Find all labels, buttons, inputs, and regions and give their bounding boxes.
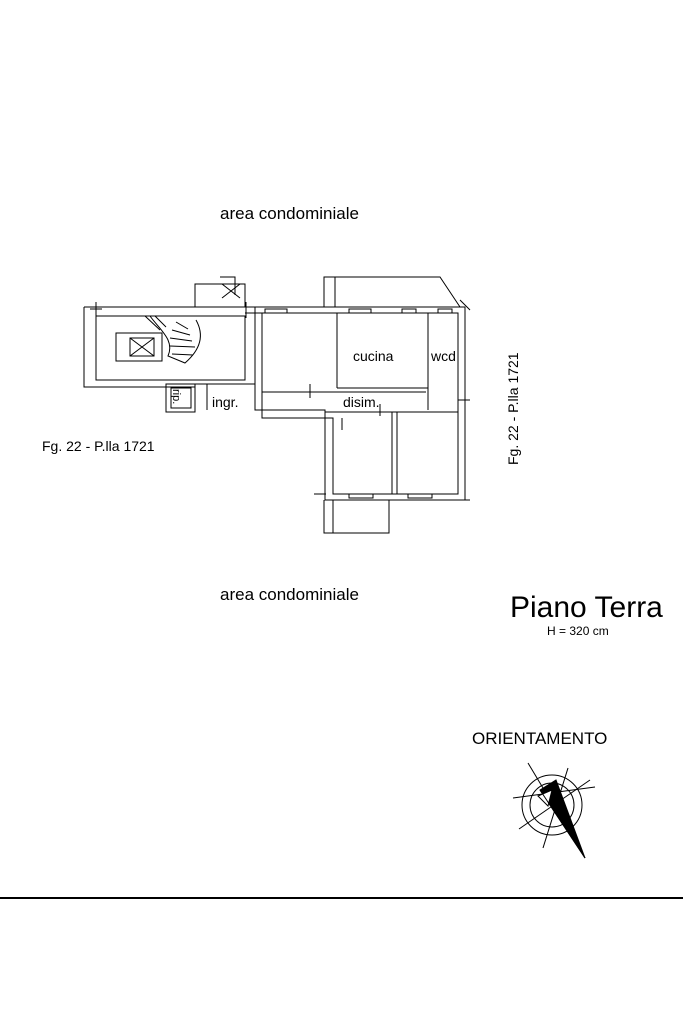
windows <box>264 308 453 499</box>
area-label-bottom: area condominiale <box>220 585 359 604</box>
orientation-label: ORIENTAMENTO <box>472 729 608 748</box>
room-cucina: cucina <box>353 348 394 364</box>
interior-walls <box>194 313 458 494</box>
room-ripostiglio: rip. <box>170 389 182 404</box>
area-label-top: area condominiale <box>220 204 359 223</box>
room-ingresso: ingr. <box>212 394 238 410</box>
compass-icon <box>512 762 596 859</box>
floor-title: Piano Terra <box>510 591 663 624</box>
outer-walls <box>245 276 466 534</box>
bottom-divider <box>0 897 683 899</box>
room-disimpegno: disim. <box>343 394 380 410</box>
parcel-label-right: Fg. 22 - P.lla 1721 <box>505 352 521 465</box>
room-wcd: wcd <box>430 348 456 364</box>
parcel-label-left: Fg. 22 - P.lla 1721 <box>42 438 155 454</box>
storage-room <box>165 383 196 413</box>
floor-height: H = 320 cm <box>547 624 609 638</box>
stair-block <box>83 276 256 388</box>
axis-marks <box>90 299 471 501</box>
